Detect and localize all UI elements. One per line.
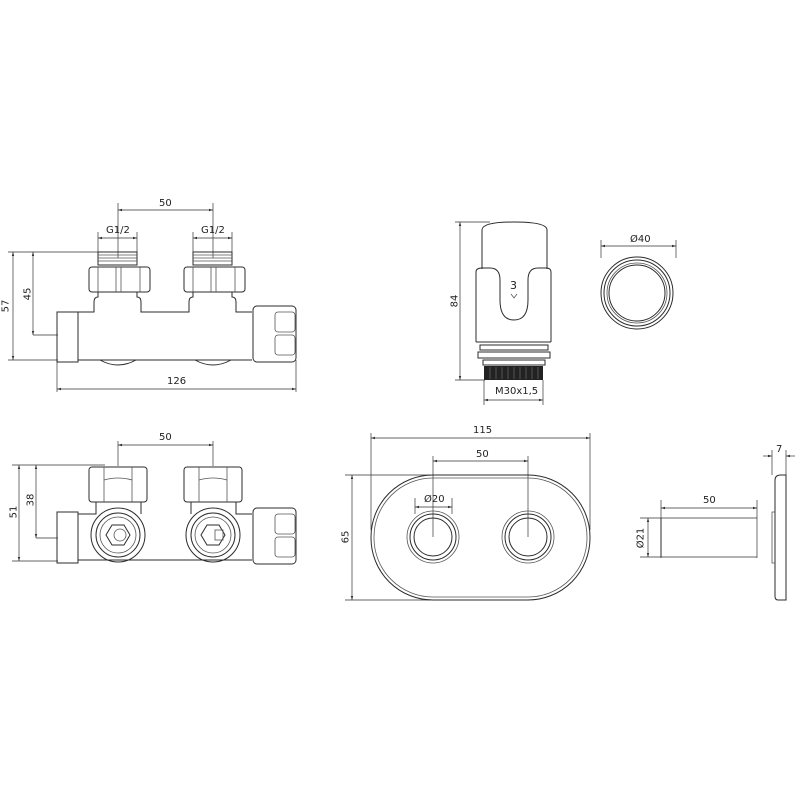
- valve-front-height-total-label: 57: [0, 299, 12, 313]
- head-thread-label: M30x1,5: [495, 386, 539, 397]
- head-diameter-label: Ø40: [630, 234, 651, 245]
- plate-hole-diameter-label: Ø20: [424, 494, 445, 505]
- valve-front-length-label: 126: [167, 376, 187, 387]
- plate-width-label: 115: [473, 425, 493, 436]
- valve-top-height-axis-label: 38: [25, 493, 37, 507]
- thermostat-head-top-view: [600, 240, 677, 330]
- pipe-sleeve-view: [640, 500, 758, 558]
- head-scale-mark: 3: [510, 279, 517, 292]
- valve-front-view: [8, 203, 297, 392]
- valve-top-pitch-label: 50: [159, 432, 172, 443]
- valve-front-thread-left-label: G1/2: [106, 225, 130, 236]
- cover-plate-front-view: [345, 433, 591, 601]
- cover-plate-side-view: [763, 450, 795, 601]
- plate-pitch-label: 50: [476, 449, 489, 460]
- valve-front-thread-right-label: G1/2: [201, 225, 225, 236]
- thermostat-head-side-view: [455, 221, 552, 405]
- plate-height-label: 65: [340, 530, 352, 544]
- sleeve-length-label: 50: [703, 495, 716, 506]
- valve-front-pitch-label: 50: [159, 198, 172, 209]
- valve-front-height-axis-label: 45: [22, 287, 34, 301]
- valve-top-height-total-label: 51: [8, 505, 20, 519]
- valve-top-view: [12, 441, 297, 565]
- head-height-label: 84: [449, 294, 461, 308]
- plate-thickness-label: 7: [776, 444, 783, 455]
- sleeve-diameter-label: Ø21: [635, 527, 647, 549]
